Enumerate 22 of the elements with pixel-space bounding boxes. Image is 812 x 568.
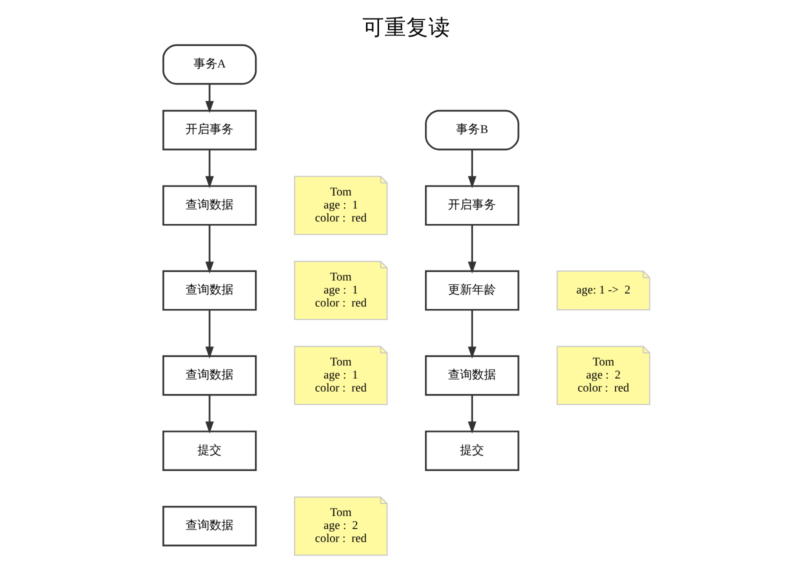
node-box: 查询数据 <box>162 270 256 311</box>
node-box: 查询数据 <box>162 185 256 226</box>
arrow <box>467 224 476 274</box>
node-box: 查询数据 <box>162 506 256 546</box>
arrow <box>467 310 476 359</box>
node-box: 更新年龄 <box>424 270 519 311</box>
arrow <box>467 150 476 188</box>
node-box: 提交 <box>162 430 256 472</box>
node-box: 事务A <box>162 44 256 85</box>
arrow <box>204 310 214 359</box>
arrow <box>467 395 476 434</box>
diagram-title: 可重复读 <box>362 15 450 40</box>
node-box: 查询数据 <box>162 355 256 396</box>
arrow <box>204 395 214 434</box>
arrow <box>204 224 214 274</box>
node-box: 开启事务 <box>424 185 519 226</box>
arrow <box>204 84 214 114</box>
node-box: 查询数据 <box>424 355 519 396</box>
node-box: 开启事务 <box>162 110 256 150</box>
arrow <box>204 150 214 188</box>
node-box: 提交 <box>424 430 519 472</box>
node-box: 事务B <box>424 110 519 150</box>
